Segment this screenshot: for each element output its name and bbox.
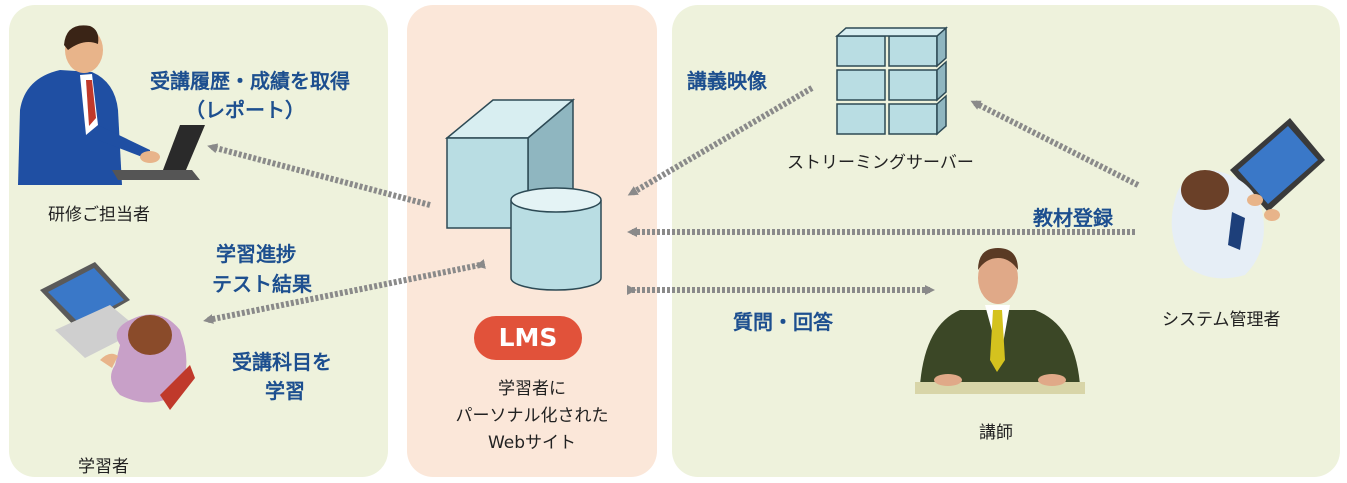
arrow-video xyxy=(627,85,814,196)
learner-figure xyxy=(40,262,195,410)
progress-flow-label-1: 学習進捗 xyxy=(216,242,296,266)
study-flow-label-1: 受講科目を xyxy=(232,350,332,374)
lms-desc-line-1: 学習者に xyxy=(498,379,566,399)
progress-flow-label-2: テスト結果 xyxy=(212,272,312,296)
instructor-figure xyxy=(915,248,1085,394)
learner-label: 学習者 xyxy=(78,457,129,477)
report-flow-label-1: 受講履歴・成績を取得 xyxy=(150,69,350,93)
qa-flow-label: 質問・回答 xyxy=(733,310,833,334)
system-admin-figure xyxy=(1171,118,1325,279)
arrow-progress xyxy=(203,259,486,324)
lms-desc-line-2: パーソナル化された xyxy=(455,406,609,426)
report-flow-label-2: （レポート） xyxy=(185,98,305,122)
lms-badge: LMS xyxy=(474,316,582,360)
materials-flow-label: 教材登録 xyxy=(1033,206,1113,230)
database-icon xyxy=(510,187,602,291)
arrow-admin-to-server xyxy=(970,100,1140,188)
video-flow-label: 講義映像 xyxy=(687,69,767,93)
arrow-report xyxy=(207,143,431,208)
training-manager-label: 研修ご担当者 xyxy=(48,205,150,225)
study-flow-label-2: 学習 xyxy=(265,379,305,403)
system-admin-label: システム管理者 xyxy=(1162,310,1281,330)
training-manager-figure xyxy=(18,25,205,185)
streaming-server-icon xyxy=(835,26,948,136)
instructor-label: 講師 xyxy=(979,423,1013,443)
lms-desc-line-3: Webサイト xyxy=(487,433,577,453)
streaming-server-label: ストリーミングサーバー xyxy=(787,153,974,173)
